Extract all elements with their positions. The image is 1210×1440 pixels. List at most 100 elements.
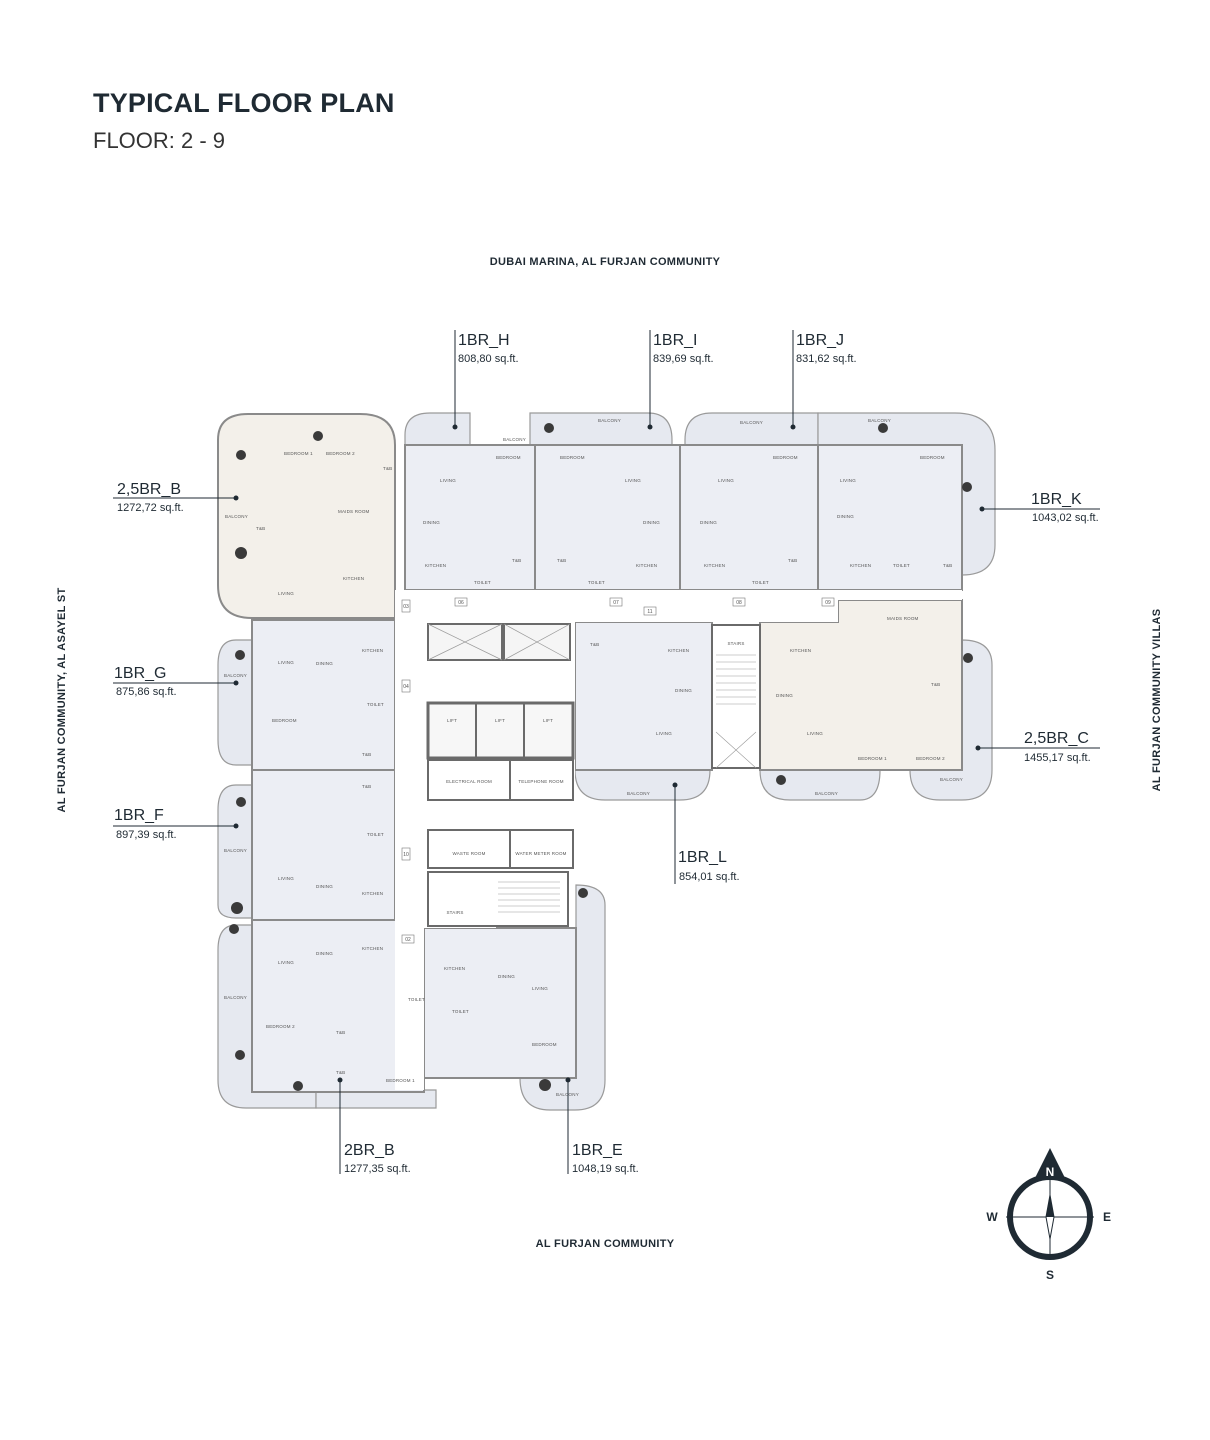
- room-label: LIVING: [625, 478, 641, 483]
- room-label: LIVING: [718, 478, 734, 483]
- balcony-bottom-2br: [315, 1089, 437, 1109]
- plant-icons: [229, 423, 973, 1091]
- room-label: LIVING: [278, 960, 294, 965]
- floor-range: FLOOR: 2 - 9: [93, 128, 226, 153]
- unit-1br-l: [574, 621, 713, 771]
- room-label: BALCONY: [627, 791, 650, 796]
- unit-callouts: 1BR_H 808,80 sq.ft. 1BR_I 839,69 sq.ft. …: [113, 330, 1100, 1175]
- unit-area-1br-j: 831,62 sq.ft.: [796, 353, 857, 365]
- plant-icon: [235, 1050, 245, 1060]
- door-tag: 09: [825, 600, 831, 606]
- room-label: DINING: [675, 688, 692, 693]
- room-label: TOILET: [408, 997, 425, 1002]
- room-label: DINING: [316, 661, 333, 666]
- room-label: BALCONY: [868, 418, 891, 423]
- room-label: KITCHEN: [362, 891, 383, 896]
- room-label: T&B: [788, 558, 797, 563]
- room-label: BALCONY: [598, 418, 621, 423]
- room-label: LIVING: [278, 591, 294, 596]
- room-label: BALCONY: [225, 514, 248, 519]
- room-label: BEDROOM 1: [386, 1078, 415, 1083]
- room-label: BEDROOM: [773, 455, 798, 460]
- room-label: TOILET: [367, 702, 384, 707]
- room-label: BEDROOM: [560, 455, 585, 460]
- room-label: KITCHEN: [362, 946, 383, 951]
- door-tag: 06: [458, 600, 464, 606]
- room-label: BALCONY: [556, 1092, 579, 1097]
- electrical-room-label: ELECTRICAL ROOM: [446, 779, 492, 784]
- room-label: BEDROOM 1: [284, 451, 313, 456]
- compass-e: E: [1103, 1210, 1111, 1224]
- room-label: BEDROOM 2: [916, 756, 945, 761]
- balcony-top-k: [817, 412, 996, 576]
- balcony-bottom-c2: [909, 639, 993, 801]
- unit-1br-g: [251, 619, 396, 771]
- room-label: DINING: [643, 520, 660, 525]
- unit-2-5br-b: [217, 413, 396, 619]
- stairs-east-label: STAIRS: [727, 641, 744, 646]
- page-title: TYPICAL FLOOR PLAN: [93, 88, 395, 118]
- waste-room-label: WASTE ROOM: [452, 851, 485, 856]
- room-label: T&B: [557, 558, 566, 563]
- plant-icon: [293, 1081, 303, 1091]
- room-label: BALCONY: [503, 437, 526, 442]
- balcony-west-2br: [217, 924, 317, 1109]
- room-label: BALCONY: [224, 995, 247, 1000]
- room-label: T&B: [943, 563, 952, 568]
- room-label: KITCHEN: [790, 648, 811, 653]
- room-label: BEDROOM: [272, 718, 297, 723]
- door-tag: 02: [405, 937, 411, 943]
- electrical-room: [427, 759, 511, 801]
- plant-icon: [313, 431, 323, 441]
- unit-area-2-5br-b: 1272,72 sq.ft.: [117, 502, 184, 514]
- core: LIFT LIFT LIFT ELECTRICAL ROOM TELEPHONE…: [395, 590, 962, 1090]
- telephone-room: [509, 759, 574, 801]
- unit-label-1br-l: 1BR_L: [678, 849, 727, 866]
- room-label: LIVING: [656, 731, 672, 736]
- door-tag: 11: [647, 609, 652, 615]
- direction-south-label: AL FURJAN COMMUNITY: [535, 1238, 675, 1250]
- unit-1br-h: [404, 444, 536, 591]
- unit-1br-f: [251, 769, 396, 921]
- room-label: LIVING: [278, 876, 294, 881]
- room-label: BALCONY: [940, 777, 963, 782]
- balcony-west-g: [217, 639, 253, 766]
- room-label: BEDROOM 1: [858, 756, 887, 761]
- unit-area-1br-e: 1048,19 sq.ft.: [572, 1163, 639, 1175]
- unit-1br-j: [679, 444, 819, 591]
- unit-label-1br-k: 1BR_K: [1031, 491, 1082, 508]
- unit-area-2-5br-c: 1455,17 sq.ft.: [1024, 752, 1091, 764]
- room-label: KITCHEN: [425, 563, 446, 568]
- plant-icon: [544, 423, 554, 433]
- lift-2-label: LIFT: [495, 718, 505, 723]
- stairs-south: [427, 871, 569, 927]
- balcony-bottom-l: [574, 769, 711, 801]
- room-label: T&B: [383, 466, 392, 471]
- plant-icon: [236, 797, 246, 807]
- compass: N S E W: [986, 1148, 1111, 1282]
- room-label: LIVING: [440, 478, 456, 483]
- room-label: T&B: [590, 642, 599, 647]
- unit-1br-i: [534, 444, 681, 591]
- plant-icon: [235, 547, 247, 559]
- plant-icon: [963, 653, 973, 663]
- unit-area-1br-i: 839,69 sq.ft.: [653, 353, 714, 365]
- door-tag: 04: [403, 684, 409, 690]
- room-label: DINING: [316, 884, 333, 889]
- unit-area-2br-b: 1277,35 sq.ft.: [344, 1163, 411, 1175]
- room-label: TOILET: [367, 832, 384, 837]
- room-label: LIVING: [532, 986, 548, 991]
- room-label: BEDROOM: [532, 1042, 557, 1047]
- lift-3-label: LIFT: [543, 718, 553, 723]
- unit-label-2-5br-b: 2,5BR_B: [117, 481, 181, 498]
- room-label: BALCONY: [224, 673, 247, 678]
- room-label: T&B: [512, 558, 521, 563]
- direction-north-label: DUBAI MARINA, AL FURJAN COMMUNITY: [489, 256, 721, 268]
- water-meter-room: [509, 829, 574, 869]
- plant-icon: [235, 650, 245, 660]
- balcony-top-i: [529, 412, 673, 446]
- room-label: DINING: [498, 974, 515, 979]
- compass-w: W: [986, 1210, 998, 1224]
- units-fill: [217, 413, 963, 1093]
- door-tag: 07: [613, 600, 619, 606]
